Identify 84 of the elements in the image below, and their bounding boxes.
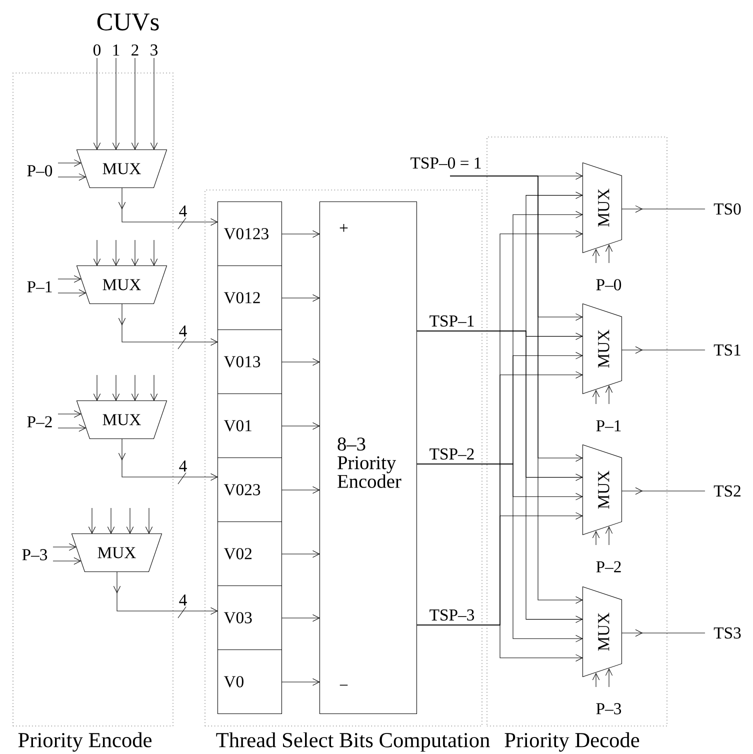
arrow — [145, 508, 153, 534]
arrow — [605, 668, 613, 688]
signal-label: P–0 — [596, 279, 622, 290]
arrow — [282, 294, 320, 302]
arrow — [58, 410, 82, 418]
signal-label: P–1 — [27, 281, 52, 292]
edge-label: TSP–3 — [428, 608, 476, 622]
edge-label: TSP–1 — [428, 314, 476, 328]
arrow — [113, 572, 218, 615]
arrow — [131, 374, 139, 401]
node-label: Priority Decode — [504, 732, 640, 752]
arrow — [150, 374, 158, 401]
arrow — [52, 543, 76, 551]
arrow — [126, 508, 134, 534]
arrow — [112, 58, 120, 150]
register-cell: V03 — [217, 585, 282, 650]
input-label: 2 — [132, 44, 138, 56]
edge-label: 4 — [178, 204, 188, 218]
edge-label: 4 — [178, 593, 188, 607]
priority-encoder-box: + 8–3 Priority Encoder − — [319, 201, 417, 714]
register-cell: V0 — [217, 649, 282, 714]
arrow — [282, 614, 320, 622]
arrow — [282, 678, 320, 686]
register-cell: V01 — [217, 393, 282, 458]
edge-label: 4 — [178, 324, 188, 338]
arrow — [150, 58, 158, 150]
input-label: 1 — [113, 44, 120, 56]
input-label: 0 — [93, 44, 101, 56]
arrow — [93, 240, 101, 266]
arrow — [112, 374, 120, 401]
arrow — [282, 230, 320, 238]
signal-label: P–2 — [596, 561, 621, 572]
arrow — [118, 188, 218, 226]
register-cell: V013 — [217, 329, 282, 394]
arrow — [58, 275, 82, 283]
arrow — [592, 390, 600, 404]
signal-label: P–3 — [22, 549, 48, 560]
arrow — [118, 438, 218, 481]
signal-label: TSP–0 = 1 — [410, 157, 481, 169]
node-label: Priority Encode — [18, 732, 152, 752]
arrow — [605, 244, 613, 264]
arrow — [58, 424, 86, 432]
arrow — [605, 385, 613, 404]
arrow — [131, 240, 139, 266]
arrow — [131, 58, 139, 150]
signal-label: P–3 — [596, 703, 622, 714]
input-label: 3 — [150, 44, 158, 56]
arrow — [450, 176, 583, 604]
register-cell: V023 — [217, 457, 282, 522]
edge-label: 4 — [178, 459, 188, 473]
arrow — [118, 304, 218, 346]
arrow — [592, 530, 600, 546]
arrow — [58, 173, 86, 181]
arrow — [58, 289, 86, 297]
arrow — [605, 526, 613, 546]
signal-label: P–2 — [27, 416, 52, 428]
arrow — [416, 624, 583, 662]
heading-label: CUVs — [97, 13, 159, 31]
arrow — [282, 486, 320, 494]
arrow — [112, 240, 120, 266]
arrow — [52, 557, 82, 565]
arrow — [282, 550, 320, 558]
output-label: TS3 — [714, 627, 741, 639]
arrow — [150, 240, 158, 266]
arrow — [107, 508, 115, 534]
register-cell: V02 — [217, 521, 282, 586]
edge-label: TSP–2 — [428, 447, 476, 461]
output-label: TS0 — [714, 203, 741, 215]
arrow — [93, 58, 101, 150]
signal-label: P–1 — [596, 420, 621, 432]
register-cell: V012 — [217, 265, 282, 330]
node-label: Thread Select Bits Computation — [216, 732, 490, 752]
arrow — [416, 464, 583, 642]
output-label: TS1 — [714, 344, 740, 356]
arrow — [282, 422, 320, 430]
arrow — [93, 374, 101, 401]
arrow — [58, 159, 82, 167]
arrow — [88, 508, 96, 534]
arrow — [592, 672, 600, 688]
arrow — [592, 248, 600, 264]
output-label: TS2 — [714, 485, 740, 497]
arrow — [282, 358, 320, 366]
signal-label: P–0 — [27, 165, 52, 176]
register-cell: V0123 — [217, 201, 282, 266]
